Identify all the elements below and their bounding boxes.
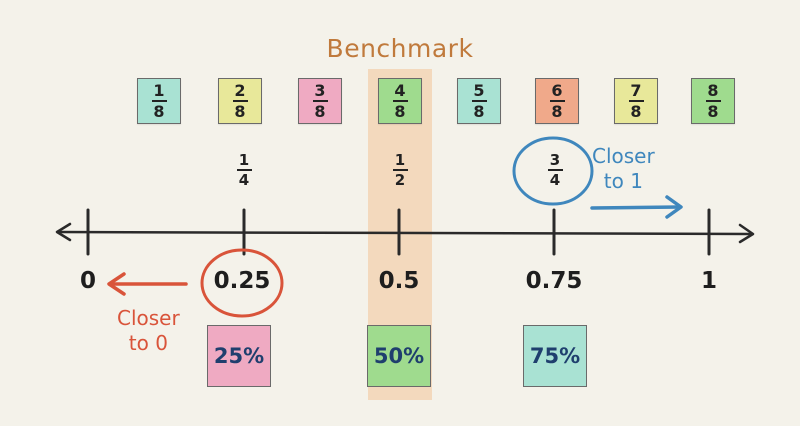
closer-to-zero-line2: to 0 xyxy=(128,331,168,355)
arrow-closer-to-zero xyxy=(107,272,188,296)
decimal-label-0-75: 0.75 xyxy=(525,268,583,294)
arrow-closer-to-one xyxy=(590,195,683,219)
circle-zero-point-two-five xyxy=(200,248,284,318)
percent-note-75: 75% xyxy=(523,325,587,387)
decimal-label-0-5: 0.5 xyxy=(378,268,420,294)
number-line-axis xyxy=(56,230,754,236)
closer-to-one-line1: Closer xyxy=(592,144,655,168)
decimal-label-0-25: 0.25 xyxy=(213,268,271,294)
number-line-right-arrowhead xyxy=(738,223,755,244)
closer-to-one-line2: to 1 xyxy=(603,169,643,193)
closer-to-zero-line1: Closer xyxy=(117,306,180,330)
number-line xyxy=(55,208,755,256)
circle-three-quarters xyxy=(512,136,594,206)
percent-note-25: 25% xyxy=(207,325,271,387)
percent-note-50: 50% xyxy=(367,325,431,387)
number-line-left-arrowhead xyxy=(55,222,72,242)
benchmark-title: Benchmark xyxy=(326,34,474,63)
decimal-label-1: 1 xyxy=(700,268,717,294)
closer-to-zero-label: Closer to 0 xyxy=(117,306,180,356)
decimal-label-0: 0 xyxy=(79,268,96,294)
closer-to-one-label: Closer to 1 xyxy=(592,144,655,194)
